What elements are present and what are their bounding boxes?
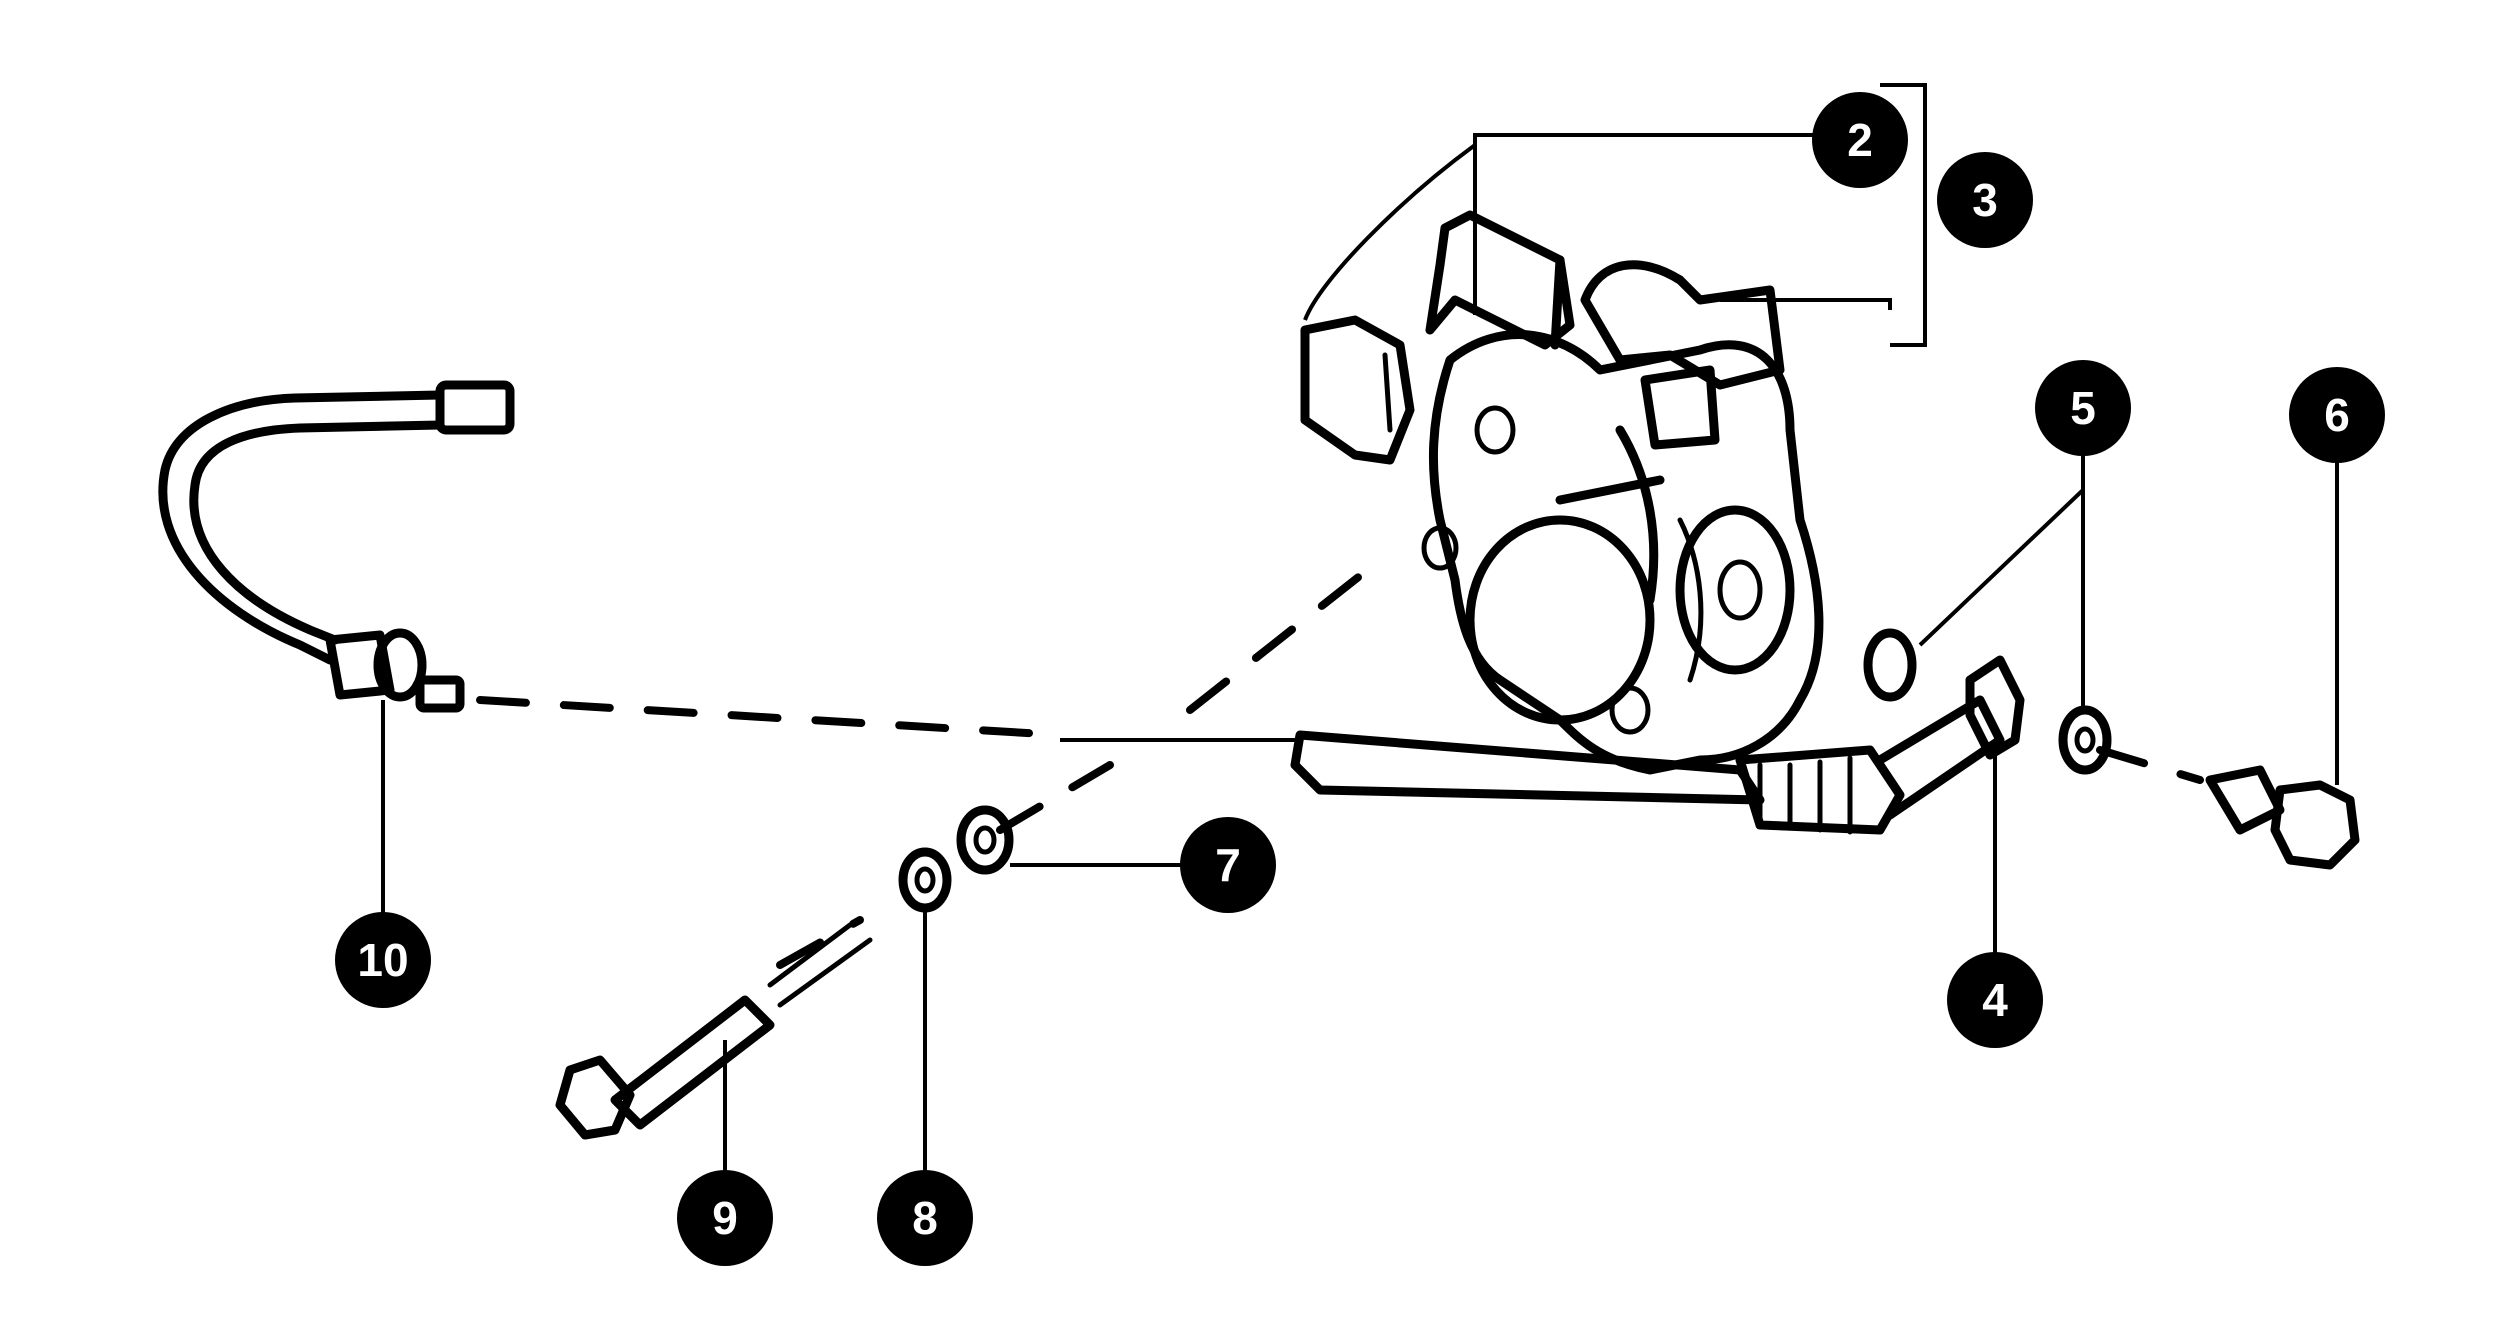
callout-5-label: 5 bbox=[2070, 382, 2096, 434]
brake-caliper-body bbox=[1421, 330, 1824, 775]
callout-8-label: 8 bbox=[912, 1192, 938, 1244]
mounting-nut-4 bbox=[1965, 655, 2025, 760]
callout-2: 2 bbox=[1812, 92, 1908, 188]
callout-9-label: 9 bbox=[712, 1192, 738, 1244]
sealing-washer-7 bbox=[956, 805, 1014, 875]
callout-6-label: 6 bbox=[2324, 389, 2350, 441]
callout-10-label: 10 bbox=[357, 934, 408, 986]
brake-hose bbox=[158, 380, 515, 713]
assembly-axis-lines bbox=[476, 556, 2204, 969]
callout-4-label: 4 bbox=[1982, 974, 2008, 1026]
callout-7-label: 7 bbox=[1215, 839, 1241, 891]
caliper-mounting-bracket bbox=[1290, 695, 2005, 835]
callout-6: 6 bbox=[2289, 367, 2385, 463]
callout-5: 5 bbox=[2035, 360, 2131, 456]
banjo-bolt bbox=[555, 922, 873, 1140]
callout-2-label: 2 bbox=[1847, 114, 1873, 166]
mounting-bolt-6 bbox=[2205, 765, 2360, 870]
mounting-washer-5a bbox=[1863, 628, 1917, 702]
callout-8: 8 bbox=[877, 1170, 973, 1266]
callout-3: 3 bbox=[1937, 152, 2033, 248]
callout-10: 10 bbox=[335, 912, 431, 1008]
callout-9: 9 bbox=[677, 1170, 773, 1266]
mounting-washer-5b bbox=[2058, 705, 2112, 775]
callout-7: 7 bbox=[1180, 817, 1276, 913]
brake-pads bbox=[1300, 210, 1785, 465]
leader-lines bbox=[381, 83, 2339, 1180]
callout-4: 4 bbox=[1947, 952, 2043, 1048]
sealing-washer-8 bbox=[898, 847, 952, 913]
callout-3-label: 3 bbox=[1972, 174, 1998, 226]
